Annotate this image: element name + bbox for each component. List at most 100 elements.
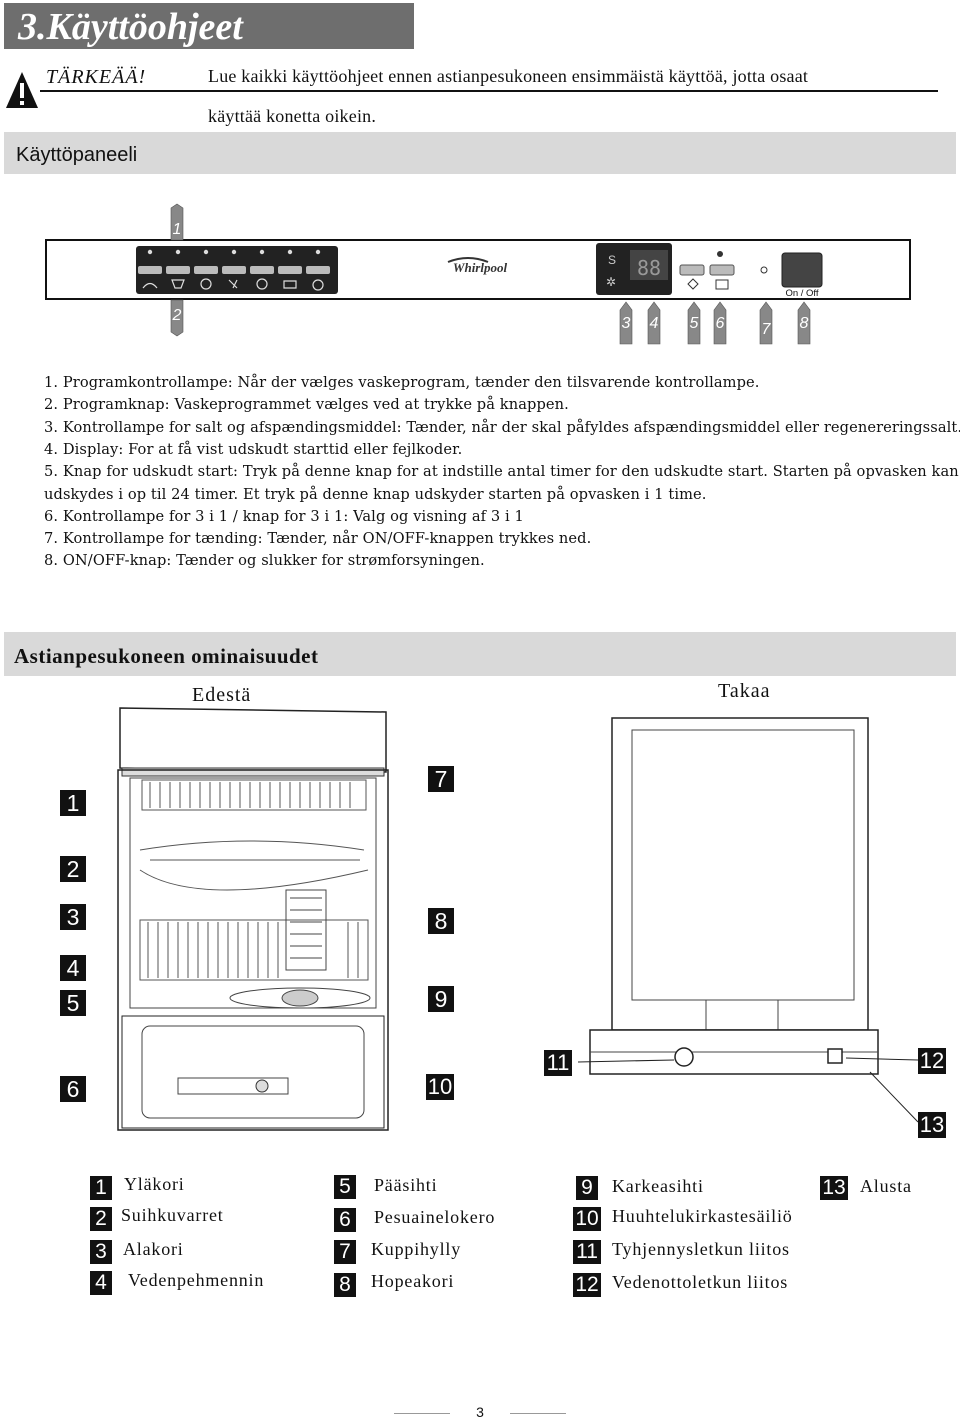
cutlery-basket — [285, 889, 327, 971]
callout-arrows — [170, 203, 811, 345]
leader-11 — [577, 1059, 675, 1063]
warning-icon — [6, 72, 38, 108]
features-heading: Astianpesukoneen ominaisuudet — [14, 644, 319, 668]
legend-text-7: Kuppihylly — [371, 1239, 462, 1259]
callout-8: 8 — [428, 908, 454, 934]
svg-text:6: 6 — [716, 315, 725, 332]
main-filter — [281, 989, 319, 1007]
power-label: On / Off — [785, 288, 818, 299]
callout-1: 1 — [60, 790, 86, 816]
legend-num-2: 2 — [90, 1207, 112, 1231]
back-cabinet — [611, 717, 869, 1031]
section-title: 3.Käyttöohjeet — [18, 6, 243, 48]
legend-text-2: Suihkuvarret — [121, 1205, 224, 1225]
callout-3: 3 — [60, 904, 86, 930]
svg-text:3: 3 — [622, 315, 631, 332]
leader-12 — [845, 1057, 919, 1061]
callout-11: 11 — [544, 1050, 572, 1076]
program-buttons — [138, 266, 330, 274]
legend-text-12: Vedenottoletkun liitos — [612, 1272, 789, 1292]
legend-num-6: 6 — [334, 1208, 356, 1232]
description-1: 1. Programkontrollampe: Når der vælges v… — [44, 374, 760, 391]
page-rule-left — [394, 1413, 450, 1414]
back-view-label: Takaa — [718, 680, 771, 702]
inlet-connection — [827, 1048, 843, 1064]
description-3: 3. Kontrollampe for salt og afspændingsm… — [44, 419, 960, 436]
callout-12: 12 — [918, 1048, 946, 1074]
legend-num-3: 3 — [90, 1240, 112, 1264]
legend-text-8: Hopeakori — [371, 1271, 455, 1291]
upper-basket — [141, 779, 367, 811]
lower-basket — [139, 869, 369, 981]
delay-start-button-shape — [679, 264, 705, 276]
legend-num-5: 5 — [334, 1175, 356, 1199]
front-view-label: Edestä — [192, 684, 252, 706]
legend-num-8: 8 — [334, 1273, 356, 1297]
svg-text:7: 7 — [762, 321, 772, 338]
callout-5: 5 — [60, 990, 86, 1016]
spray-arms — [139, 840, 365, 861]
legend-text-10: Huuhtelukirkastesäiliö — [612, 1206, 793, 1226]
svg-text:1: 1 — [173, 221, 182, 238]
leader-13 — [869, 1071, 919, 1123]
legend-text-11: Tyhjennysletkun liitos — [612, 1239, 790, 1259]
callout-2: 2 — [60, 856, 86, 882]
front-top-panel — [119, 707, 387, 773]
legend-num-9: 9 — [576, 1176, 598, 1200]
legend-num-13: 13 — [820, 1176, 848, 1200]
front-door — [121, 1015, 385, 1129]
front-view-diagram — [117, 707, 389, 1131]
program-icons — [142, 278, 324, 291]
detergent-dispenser — [177, 1077, 289, 1095]
callout-numbers: 1 2 3 4 5 6 7 8 — [172, 221, 809, 338]
door-inner — [141, 1025, 365, 1119]
back-view-diagram — [577, 717, 919, 1123]
callout-9: 9 — [428, 986, 454, 1012]
warning-label: TÄRKEÄÄ! — [46, 66, 147, 88]
legend-text-1: Yläkori — [124, 1174, 185, 1194]
svg-text:4: 4 — [650, 315, 659, 332]
svg-text:5: 5 — [690, 315, 699, 332]
legend-text-6: Pesuainelokero — [374, 1207, 496, 1227]
brand-logo: Whirlpool — [453, 260, 508, 275]
svg-text:8: 8 — [800, 315, 809, 332]
description-7: 7. Kontrollampe for tænding: Tænder, når… — [44, 530, 592, 547]
page-number: 3 — [476, 1404, 484, 1420]
warning-text-line2: käyttää konetta oikein. — [208, 106, 377, 126]
legend-num-1: 1 — [90, 1176, 112, 1200]
description-2: 2. Programknap: Vaskeprogrammet vælges v… — [44, 396, 569, 413]
warning-text-line1: Lue kaikki käyttöohjeet ennen astianpesu… — [208, 66, 809, 86]
power-button-shape — [781, 252, 823, 288]
callout-13: 13 — [918, 1112, 946, 1138]
legend-num-12: 12 — [573, 1273, 601, 1297]
brand-swoosh — [447, 257, 489, 263]
page-rule-right — [510, 1413, 566, 1414]
legend-text-4: Vedenpehmennin — [128, 1270, 265, 1290]
rinse-lamp-symbol: ✲ — [606, 275, 616, 289]
delay-icon — [687, 278, 699, 290]
salt-lamp-symbol: S — [608, 253, 616, 267]
panel-heading: Käyttöpaneeli — [16, 144, 138, 166]
three-in-one-button-shape — [709, 264, 735, 276]
display-digits: 88 — [637, 256, 661, 280]
panel-heading-band: Käyttöpaneeli — [4, 132, 956, 174]
legend-num-11: 11 — [573, 1240, 601, 1264]
callout-10: 10 — [426, 1074, 454, 1100]
callout-7: 7 — [428, 766, 454, 792]
control-panel-diagram: Whirlpool 88 S ✲ On / Off 1 2 3 4 5 6 7 … — [45, 203, 911, 345]
display-screen — [630, 250, 668, 280]
legend-text-3: Alakori — [123, 1239, 184, 1259]
description-5-cont: udskydes i op til 24 timer. Et tryk på d… — [44, 486, 707, 503]
legend-text-9: Karkeasihti — [612, 1176, 704, 1196]
callout-6: 6 — [60, 1076, 86, 1102]
section-title-bar: 3.Käyttöohjeet — [4, 3, 414, 49]
description-4: 4. Display: For at få vist udskudt start… — [44, 441, 463, 458]
features-heading-band: Astianpesukoneen ominaisuudet — [4, 632, 956, 676]
legend-num-7: 7 — [334, 1240, 356, 1264]
svg-text:2: 2 — [172, 307, 182, 324]
filter-ring — [229, 987, 371, 1009]
front-top-strip — [121, 767, 385, 777]
legend-text-13: Alusta — [860, 1176, 912, 1196]
description-8: 8. ON/OFF-knap: Tænder og slukker for st… — [44, 552, 485, 569]
legend-num-10: 10 — [573, 1207, 601, 1231]
